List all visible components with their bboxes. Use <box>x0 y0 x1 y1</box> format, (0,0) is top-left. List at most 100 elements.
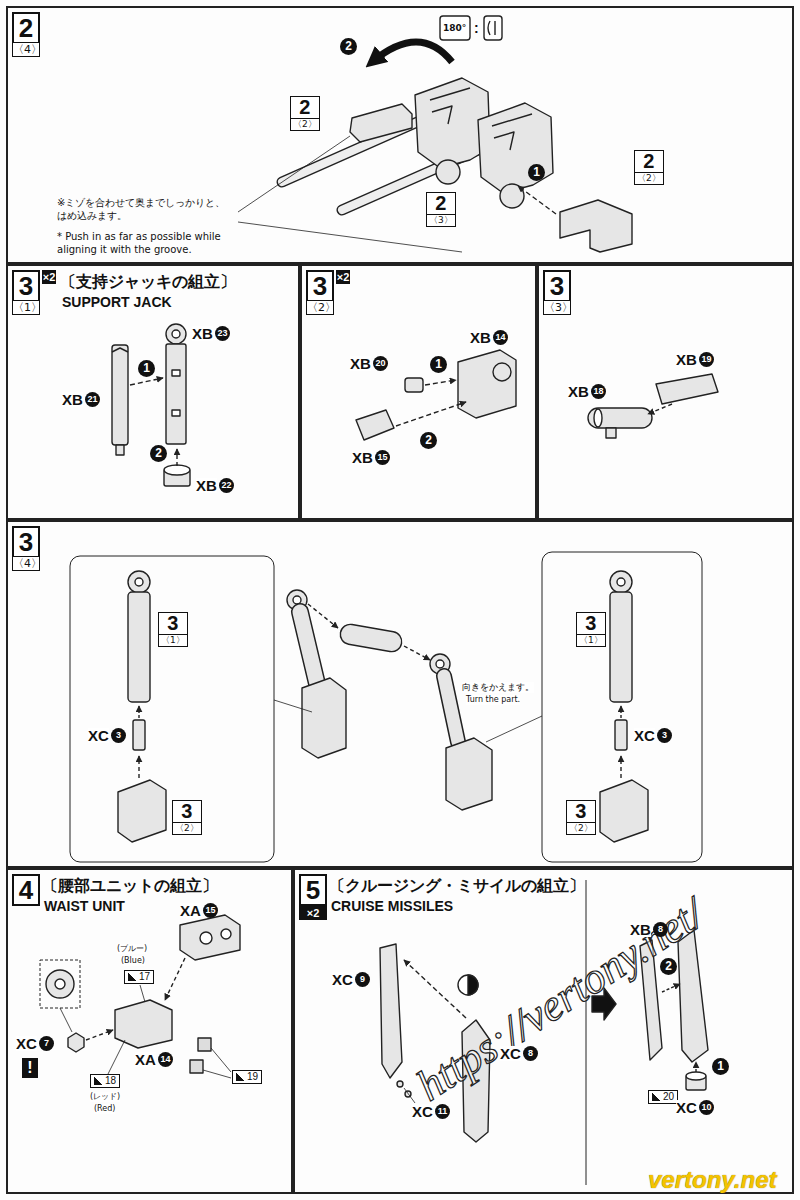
note-text: * Push in as far as possible while align… <box>57 230 243 256</box>
cannon-illustration <box>560 200 632 252</box>
warning-mark: ! <box>22 1058 38 1078</box>
substep-number: 〈2〉 <box>306 300 334 315</box>
callout-substep: 〈1〉 <box>159 634 187 646</box>
part-code: XB <box>630 922 651 937</box>
jack-assembly-illustration <box>446 738 492 810</box>
support-jack-parts <box>130 378 163 385</box>
missile-illustration <box>404 1088 415 1103</box>
part-number: 23 <box>215 326 230 341</box>
step-arrow-number: 1 <box>138 360 155 377</box>
step-panel: 3〈1〉×2〔支持ジャッキの組立〕SUPPORT JACK <box>6 264 300 520</box>
cannon-illustration <box>478 103 553 193</box>
waist-unit-illustration <box>165 958 185 1000</box>
support-jack-parts <box>164 465 190 475</box>
jack-assembly-illustration <box>542 552 702 862</box>
jack-assembly-illustration <box>138 756 139 778</box>
note-text: (Blue) <box>121 956 145 966</box>
support-jack-parts <box>606 428 616 438</box>
substep-number: 〈4〉 <box>12 556 40 571</box>
icon-text: 180° <box>443 23 466 33</box>
part-callout-box: 2〈2〉 <box>634 150 664 185</box>
support-jack-parts <box>166 324 186 344</box>
quantity-badge: ×2 <box>336 270 350 284</box>
jack-assembly-illustration <box>128 592 150 702</box>
part-callout-box: 2〈3〉 <box>426 192 456 227</box>
step-panel: 3〈4〉3〈1〉3〈2〉3〈1〉3〈2〉 <box>6 520 794 868</box>
waist-unit-illustration <box>46 970 74 998</box>
part-code: XC <box>88 728 109 743</box>
jack-assembly-illustration <box>615 720 627 750</box>
quantity-badge: ×2 <box>299 906 327 920</box>
part-number: 8 <box>523 1046 538 1061</box>
callout-number: 3 <box>567 801 595 822</box>
waist-unit-illustration <box>211 1048 231 1072</box>
support-jack-parts <box>588 408 652 428</box>
note-text: Turn the part. <box>466 695 520 705</box>
part-code: XC <box>412 1104 433 1119</box>
part-callout-box: 3〈1〉 <box>576 612 606 647</box>
support-jack-parts <box>166 344 186 444</box>
cannon-illustration <box>518 186 556 214</box>
jack-assembly-illustration <box>133 720 145 750</box>
waist-unit-illustration <box>140 985 145 1002</box>
jack-assembly-illustration <box>339 623 404 653</box>
substep-number: 〈4〉 <box>12 42 40 57</box>
support-jack-parts <box>172 370 180 376</box>
missile-illustration <box>686 1072 706 1080</box>
marking-number: 19 <box>232 1070 262 1084</box>
callout-substep: 〈2〉 <box>291 118 319 130</box>
marking-number: 20 <box>648 1090 678 1104</box>
support-jack-parts <box>458 350 516 418</box>
missile-illustration <box>586 880 587 1185</box>
callout-substep: 〈2〉 <box>173 822 201 834</box>
jack-assembly-illustration <box>617 578 625 586</box>
part-number: 3 <box>657 728 672 743</box>
callout-substep: 〈2〉 <box>635 172 663 184</box>
icon-text: : <box>474 20 479 36</box>
step-number: 3 <box>12 526 40 558</box>
missile-illustration <box>695 1062 696 1072</box>
part-number: 7 <box>39 1036 54 1051</box>
jack-assembly-illustration <box>118 780 166 842</box>
waist-unit-illustration <box>180 915 240 960</box>
part-callout-box: 2〈2〉 <box>290 96 320 131</box>
waist-unit-illustration <box>55 979 65 989</box>
step-arrow-number: 2 <box>150 445 167 462</box>
cannon-illustration <box>488 21 495 35</box>
part-number: 20 <box>373 356 388 371</box>
jack-assembly-illustration <box>300 612 318 688</box>
part-number: 15 <box>375 450 390 465</box>
callout-substep: 〈1〉 <box>577 634 605 646</box>
part-code: XA <box>180 903 201 918</box>
waist-unit-illustration <box>60 1008 72 1032</box>
support-jack-parts <box>648 404 672 414</box>
jack-assembly-illustration <box>610 592 632 702</box>
waist-unit-illustration <box>68 1033 84 1052</box>
jack-assembly-illustration <box>138 706 139 718</box>
jack-assembly-illustration <box>620 706 621 718</box>
part-code: XB <box>568 384 589 399</box>
step-number: 4 <box>12 874 40 906</box>
part-code: XC <box>332 972 353 987</box>
jack-assembly-illustration <box>135 578 143 586</box>
support-jack-parts <box>425 380 456 385</box>
support-jack-parts <box>176 449 177 466</box>
step-number: 3 <box>12 270 40 302</box>
jack-assembly-illustration <box>70 552 702 862</box>
missile-illustration <box>458 975 478 995</box>
waist-unit-illustration <box>40 960 80 1008</box>
part-code: XC <box>676 1100 697 1115</box>
step-arrow-number: 1 <box>712 1058 729 1075</box>
waist-unit-illustration <box>198 1038 211 1051</box>
step-arrow-number: 2 <box>340 38 357 55</box>
step-arrow-number: 1 <box>430 356 447 373</box>
part-code: XB <box>676 352 697 367</box>
part-code: XB <box>470 330 491 345</box>
step-heading: 〔支持ジャッキの組立〕 <box>60 272 236 291</box>
part-code: XA <box>135 1052 156 1067</box>
cannon-illustration <box>436 160 460 184</box>
callout-number: 2 <box>635 151 663 172</box>
waist-unit-illustration <box>190 1060 203 1073</box>
